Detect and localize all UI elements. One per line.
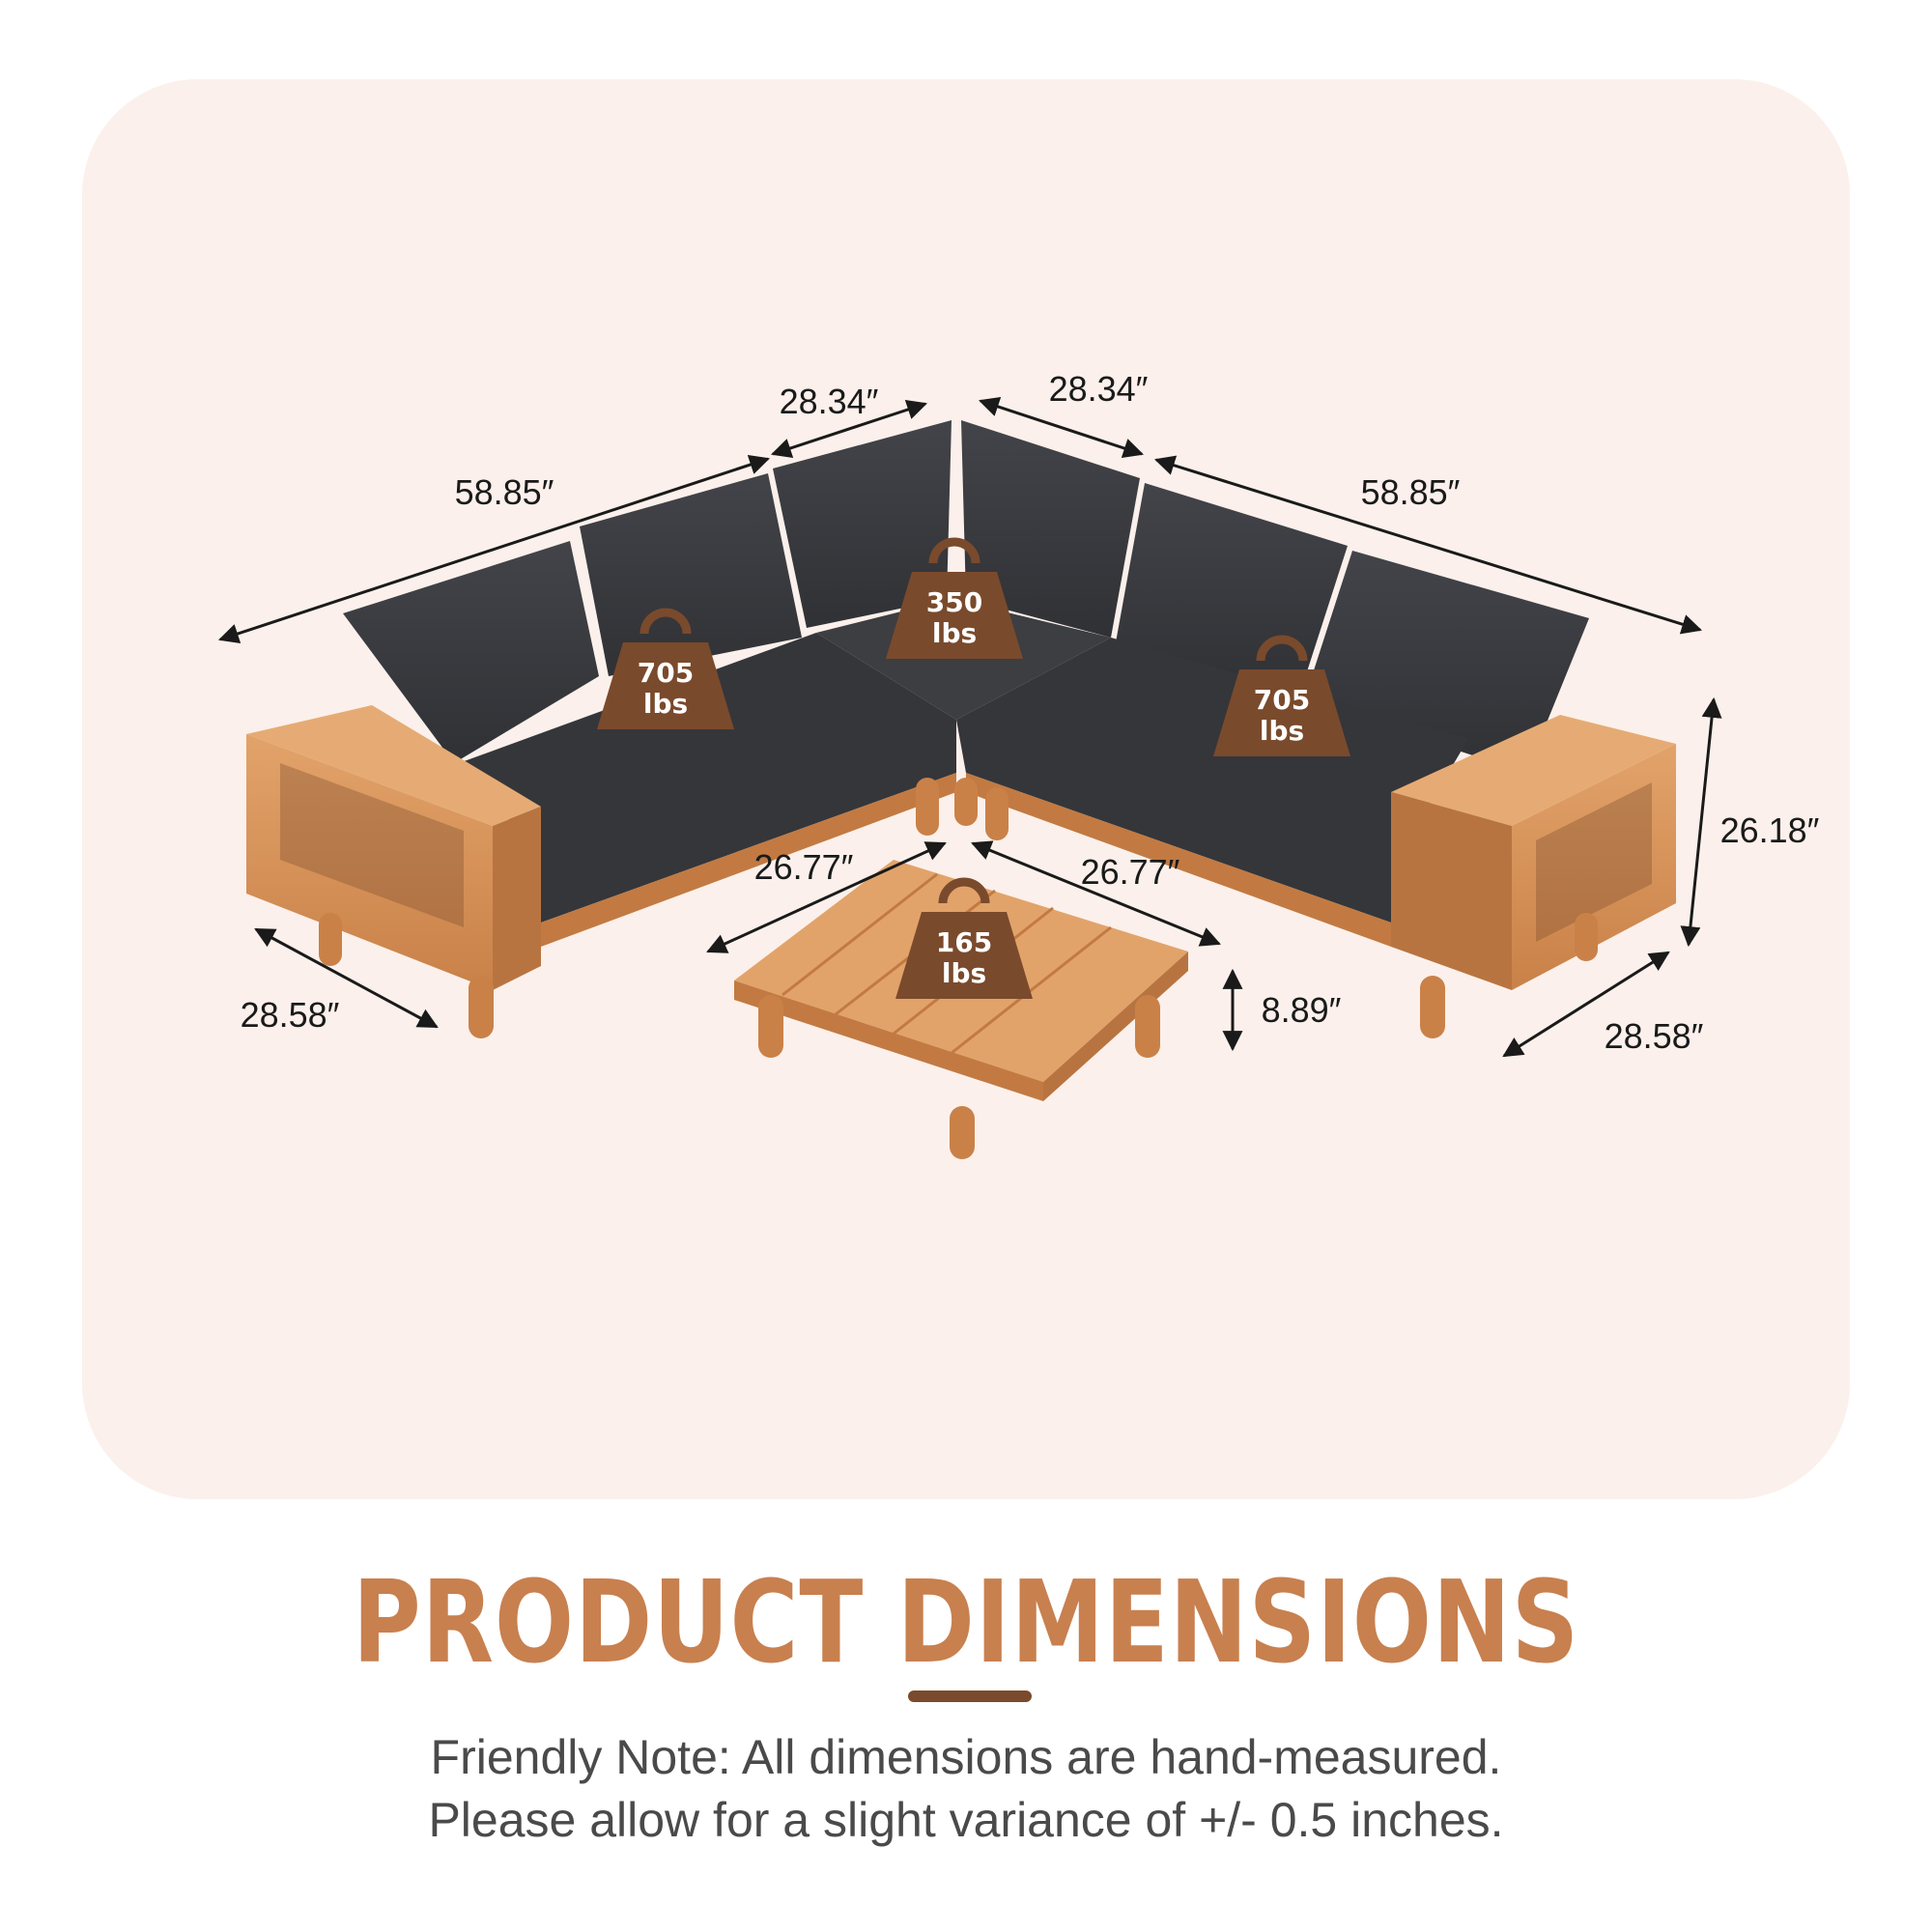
arrow-height [1680,696,1722,948]
weight-badge-right-sofa: 705 lbs [1213,635,1350,756]
corner-seat-cushion [816,599,1111,720]
weight-unit-left-sofa: lbs [643,688,688,720]
arrow-right-back-length [1153,455,1703,635]
sectional-sofa [246,420,1676,1159]
friendly-note-line-2: Please allow for a slight variance of +/… [428,1793,1504,1847]
arrow-left-corner-depth [771,399,927,459]
weight-unit-corner: lbs [932,617,977,649]
label-left-arm-depth: 28.58″ [241,995,340,1035]
leg-center-3 [985,787,1009,840]
title-divider [908,1690,1032,1702]
left-armrest [246,705,541,1038]
label-left-corner-depth: 28.34″ [780,382,879,421]
leg-center-2 [954,778,978,826]
arrow-table-width-right [971,840,1221,947]
friendly-note-line-1: Friendly Note: All dimensions are hand-m… [430,1730,1502,1784]
weight-value-right-sofa: 705 [1254,684,1310,716]
weight-value-table: 165 [936,926,992,958]
left-seat-cushion [459,633,956,923]
arrow-right-corner-depth [979,396,1144,459]
leg-center-1 [916,778,939,836]
weight-unit-table: lbs [942,957,986,989]
weight-unit-right-sofa: lbs [1260,715,1304,747]
label-table-width-left: 26.77″ [754,847,854,887]
label-height: 26.18″ [1720,810,1820,850]
arrow-right-arm-depth [1502,951,1670,1058]
weight-value-corner: 350 [926,586,982,618]
left-back-cushion-3 [773,420,952,628]
label-table-height: 8.89″ [1262,990,1342,1030]
right-armrest [1391,715,1676,1038]
right-back-cushion-1 [961,420,1140,638]
page-title: PRODUCT DIMENSIONS [352,1555,1580,1689]
label-right-back-length: 58.85″ [1361,472,1461,512]
label-left-back-length: 58.85″ [455,472,554,512]
arrow-table-width-left [706,841,947,953]
label-right-arm-depth: 28.58″ [1605,1016,1704,1056]
weight-badge-corner: 350 lbs [886,537,1023,659]
label-table-width-right: 26.77″ [1081,852,1180,892]
weight-value-left-sofa: 705 [638,657,694,689]
arrow-left-back-length [218,454,770,644]
right-seat-cushion [956,638,1468,923]
arrow-left-arm-depth [254,927,439,1029]
label-right-corner-depth: 28.34″ [1049,369,1149,409]
